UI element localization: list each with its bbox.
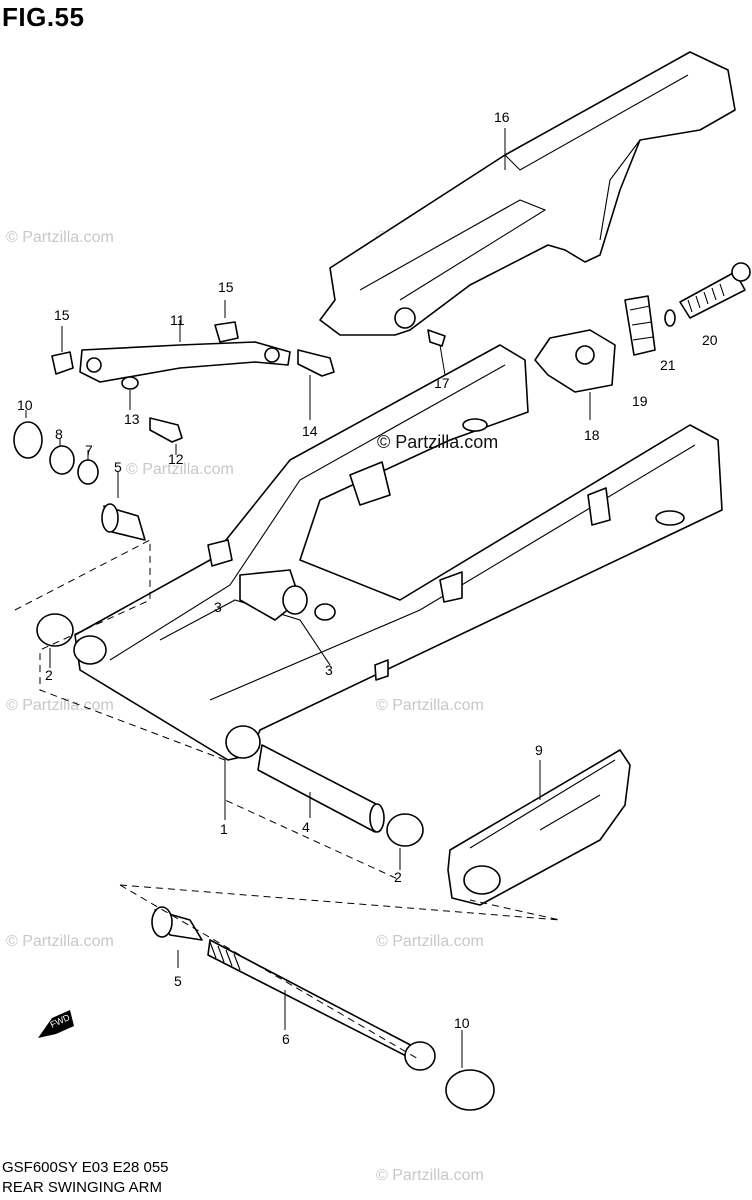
torque-link (51, 300, 335, 455)
pivot-bearings-left (13, 410, 146, 541)
watermark-text: © Partzilla.com (126, 461, 234, 478)
callout-1: 1 (220, 821, 228, 837)
callout-14: 14 (302, 423, 318, 439)
center-watermark: © Partzilla.com (377, 432, 499, 452)
watermark-text: © Partzilla.com (6, 697, 114, 714)
callout-21: 21 (660, 357, 676, 373)
callout-18: 18 (584, 427, 600, 443)
diagram-footer: GSF600SY E03 E28 055 REAR SWINGING ARM (2, 1158, 169, 1198)
fwd-arrow-icon: FWD (38, 1010, 74, 1038)
pivot-shaft-parts (151, 906, 495, 1111)
adjuster-parts (534, 262, 751, 420)
callout-2: 2 (394, 869, 402, 885)
callout-4: 4 (302, 819, 310, 835)
swing-arm (73, 344, 723, 761)
watermark-text: © Partzilla.com (376, 933, 484, 950)
watermark-text: © Partzilla.com (376, 697, 484, 714)
figure-title: FIG.55 (2, 2, 85, 32)
callout-12: 12 (168, 451, 184, 467)
callout-17: 17 (434, 375, 450, 391)
footer-code: GSF600SY E03 E28 055 (2, 1159, 169, 1176)
footer-caption: REAR SWINGING ARM (2, 1179, 163, 1196)
callout-13: 13 (124, 411, 140, 427)
chain-case (319, 51, 736, 336)
assembly-guide-lines (14, 539, 561, 1061)
callout-16: 16 (494, 109, 510, 125)
callout-10: 10 (17, 397, 33, 413)
watermark-text: © Partzilla.com (6, 933, 114, 950)
screw (427, 329, 446, 376)
callout-15: 15 (218, 279, 234, 295)
callout-9: 9 (535, 742, 543, 758)
callout-8: 8 (55, 426, 63, 442)
callout-7: 7 (85, 442, 93, 458)
callout-11: 11 (170, 312, 185, 328)
callout-15: 15 (54, 307, 70, 323)
callout-3: 3 (214, 599, 222, 615)
watermark-text: © Partzilla.com (376, 1167, 484, 1184)
callout-labels: 16 15 11 15 10 8 7 5 13 12 14 17 18 19 2… (17, 109, 718, 1047)
callout-5: 5 (114, 459, 122, 475)
callout-20: 20 (702, 332, 718, 348)
callout-19: 19 (632, 393, 648, 409)
callout-10: 10 (454, 1015, 470, 1031)
callout-6: 6 (282, 1031, 290, 1047)
callout-3: 3 (325, 662, 333, 678)
watermark-text: © Partzilla.com (6, 229, 114, 246)
pivot-bearings-right (36, 613, 424, 870)
callout-2: 2 (45, 667, 53, 683)
chain-buffer (447, 749, 631, 906)
callout-5: 5 (174, 973, 182, 989)
